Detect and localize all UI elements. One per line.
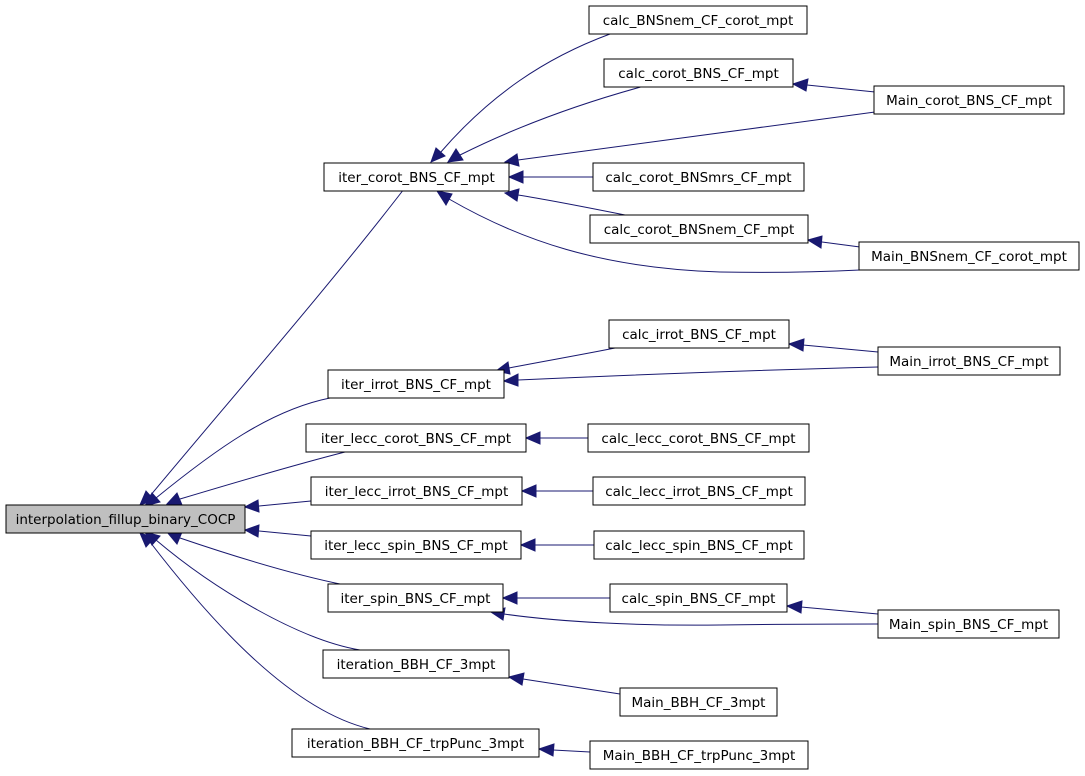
node-label: calc_BNSnem_CF_corot_mpt [603, 13, 794, 29]
edge-iter-corot-calc-corot-nem [503, 188, 626, 216]
edge-root-iter-lecc-corot [165, 451, 346, 506]
node-main-bnsnem-cf-corot-mpt[interactable]: Main_BNSnem_CF_corot_mpt [858, 241, 1080, 271]
node-label: calc_lecc_irrot_BNS_CF_mpt [605, 484, 793, 500]
node-calc-corot-bnsmrs-cf-mpt[interactable]: calc_corot_BNSmrs_CF_mpt [592, 162, 805, 192]
node-label: iter_corot_BNS_CF_mpt [338, 170, 495, 186]
node-calc-bnsnem-cf-corot-mpt[interactable]: calc_BNSnem_CF_corot_mpt [588, 5, 808, 35]
node-label: calc_irrot_BNS_CF_mpt [622, 327, 776, 343]
node-label: Main_irrot_BNS_CF_mpt [889, 354, 1048, 370]
node-label: iter_irrot_BNS_CF_mpt [341, 377, 491, 393]
edge-iter-spin-calc-spin [501, 591, 610, 605]
edge-iter-corot-calc-bnsnem-corot [430, 33, 611, 163]
node-label: calc_lecc_corot_BNS_CF_mpt [601, 431, 795, 447]
node-main-spin-bns-cf-mpt[interactable]: Main_spin_BNS_CF_mpt [877, 609, 1060, 639]
edge-iter-lecc-irrot-calc-lecc-irrot [520, 484, 593, 498]
node-calc-lecc-spin-bns-cf-mpt[interactable]: calc_lecc_spin_BNS_CF_mpt [593, 530, 805, 560]
edge-iter-corot-main-corot [503, 111, 876, 167]
node-label: Main_spin_BNS_CF_mpt [889, 617, 1048, 633]
node-label: Main_BBH_CF_3mpt [632, 695, 766, 711]
node-label: calc_corot_BNS_CF_mpt [618, 66, 779, 82]
node-iter-corot-bns-cf-mpt[interactable]: iter_corot_BNS_CF_mpt [323, 162, 510, 192]
node-main-corot-bns-cf-mpt[interactable]: Main_corot_BNS_CF_mpt [873, 85, 1065, 115]
node-iter-lecc-corot-bns-cf-mpt[interactable]: iter_lecc_corot_BNS_CF_mpt [305, 423, 527, 453]
edge-iter-irrot-main-irrot [502, 366, 879, 387]
node-calc-lecc-irrot-bns-cf-mpt[interactable]: calc_lecc_irrot_BNS_CF_mpt [592, 476, 806, 506]
node-label: calc_spin_BNS_CF_mpt [622, 591, 776, 607]
edge-root-iter-irrot [144, 397, 331, 507]
edge-calc-irrot-main-irrot [787, 338, 879, 353]
node-iteration-bbh-cf-3mpt[interactable]: iteration_BBH_CF_3mpt [322, 649, 510, 679]
edge-calc-spin-main-spin [785, 600, 879, 615]
node-iter-irrot-bns-cf-mpt[interactable]: iter_irrot_BNS_CF_mpt [327, 369, 505, 399]
node-label: iteration_BBH_CF_3mpt [337, 657, 496, 673]
node-calc-corot-bnsnem-cf-mpt[interactable]: calc_corot_BNSnem_CF_mpt [589, 214, 809, 244]
edge-root-iteration-bbh-trp [139, 532, 371, 730]
node-main-irrot-bns-cf-mpt[interactable]: Main_irrot_BNS_CF_mpt [877, 346, 1061, 376]
node-label: iteration_BBH_CF_trpPunc_3mpt [307, 736, 524, 752]
edge-iter-corot-main-bnsnem-corot [435, 190, 861, 273]
edge-iteration-bbh-trp-main-bbh-trp [537, 743, 591, 757]
node-iter-lecc-spin-bns-cf-mpt[interactable]: iter_lecc_spin_BNS_CF_mpt [310, 530, 522, 560]
node-label: calc_corot_BNSnem_CF_mpt [604, 222, 795, 238]
node-interpolation-fillup-binary-cocp[interactable]: interpolation_fillup_binary_COCP [5, 504, 246, 534]
node-label: calc_corot_BNSmrs_CF_mpt [605, 170, 791, 186]
edge-iter-lecc-corot-calc-lecc-corot [524, 431, 588, 445]
node-label: interpolation_fillup_binary_COCP [16, 512, 236, 528]
edge-root-iter-spin [165, 531, 346, 586]
node-calc-irrot-bns-cf-mpt[interactable]: calc_irrot_BNS_CF_mpt [608, 319, 790, 349]
node-main-bbh-cf-trppunc-3mpt[interactable]: Main_BBH_CF_trpPunc_3mpt [589, 740, 809, 770]
node-label: calc_lecc_spin_BNS_CF_mpt [605, 538, 793, 554]
node-main-bbh-cf-3mpt[interactable]: Main_BBH_CF_3mpt [619, 687, 778, 717]
edge-iter-corot-calc-corot-mrs [507, 170, 593, 184]
edge-calc-corot-nem-main-bnsnem-corot [806, 235, 861, 249]
edge-calc-corot-main-corot [791, 78, 876, 93]
edge-root-iter-corot [139, 188, 405, 506]
edge-root-iter-lecc-irrot [243, 499, 312, 513]
node-iteration-bbh-cf-trppunc-3mpt[interactable]: iteration_BBH_CF_trpPunc_3mpt [291, 728, 540, 758]
edge-root-iter-lecc-spin [243, 524, 312, 538]
node-label: iter_lecc_corot_BNS_CF_mpt [321, 431, 511, 447]
nodes: interpolation_fillup_binary_COCP iter_co… [5, 5, 1080, 770]
node-label: iter_lecc_spin_BNS_CF_mpt [324, 538, 508, 554]
edge-iter-irrot-calc-irrot [494, 347, 616, 375]
edges [139, 33, 879, 757]
node-calc-lecc-corot-bns-cf-mpt[interactable]: calc_lecc_corot_BNS_CF_mpt [587, 423, 810, 453]
edge-iteration-bbh-main-bbh [507, 672, 621, 695]
edge-iter-corot-calc-corot [447, 84, 649, 163]
node-label: Main_BNSnem_CF_corot_mpt [871, 249, 1067, 265]
node-label: iter_lecc_irrot_BNS_CF_mpt [325, 484, 509, 500]
node-label: Main_BBH_CF_trpPunc_3mpt [603, 748, 796, 764]
node-calc-spin-bns-cf-mpt[interactable]: calc_spin_BNS_CF_mpt [609, 583, 788, 613]
node-label: Main_corot_BNS_CF_mpt [886, 93, 1052, 109]
edge-iter-lecc-spin-calc-lecc-spin [519, 538, 594, 552]
node-iter-lecc-irrot-bns-cf-mpt[interactable]: iter_lecc_irrot_BNS_CF_mpt [310, 476, 523, 506]
node-iter-spin-bns-cf-mpt[interactable]: iter_spin_BNS_CF_mpt [327, 583, 504, 613]
node-calc-corot-bns-cf-mpt[interactable]: calc_corot_BNS_CF_mpt [603, 58, 794, 88]
node-label: iter_spin_BNS_CF_mpt [341, 591, 491, 607]
